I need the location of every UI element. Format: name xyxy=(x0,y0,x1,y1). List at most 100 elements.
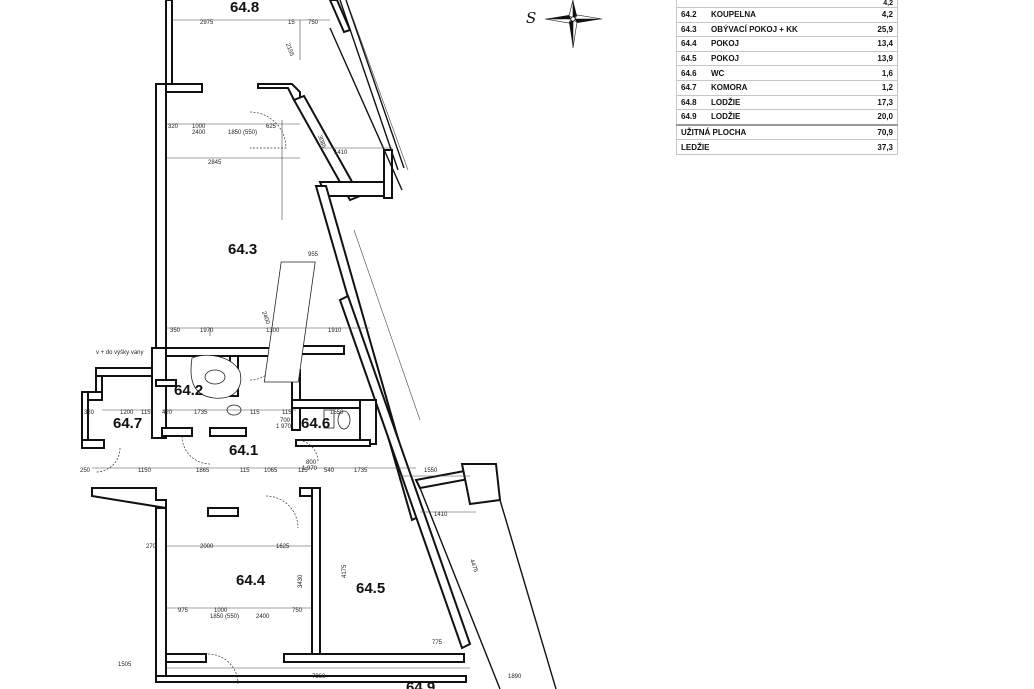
dim-3085: 3085 xyxy=(316,135,326,150)
dim-1735-b: 1735 xyxy=(354,468,368,474)
table-cell-name: WC xyxy=(707,65,859,81)
table-cell-value: 4,2 xyxy=(858,0,898,8)
dim-1890: 1890 xyxy=(508,674,522,680)
dim-1550-b: 1550 xyxy=(424,468,438,474)
room-label-64-1: 64.1 xyxy=(229,442,258,459)
table-cell-code: 64.8 xyxy=(676,95,707,111)
compass-s-label: S xyxy=(526,9,536,27)
dim-1850-b: 1850 (550) xyxy=(210,614,239,620)
dim-1865: 1865 xyxy=(196,468,210,474)
dim-1000: 1000 xyxy=(192,124,206,130)
dim-2400-v: 2400 xyxy=(260,311,270,326)
dim-700: 700 xyxy=(280,418,291,424)
dim-955: 955 xyxy=(308,252,319,258)
table-cell-total-value: 37,3 xyxy=(858,139,898,155)
dim-270: 270 xyxy=(146,544,157,550)
table-cell-value: 13,4 xyxy=(858,36,898,52)
dim-2400: 2400 xyxy=(192,130,206,136)
walls xyxy=(81,0,557,689)
dim-1410-b: 1410 xyxy=(434,512,448,518)
dim-1150: 1150 xyxy=(138,468,152,474)
room-label-64-8: 64.8 xyxy=(230,0,259,16)
dim-2000: 2000 xyxy=(200,544,214,550)
dim-1625: 1625 xyxy=(276,544,290,550)
dim-320-b: 320 xyxy=(84,410,95,416)
dim-1850: 1850 (550) xyxy=(228,130,257,136)
dim-750: 750 xyxy=(308,20,319,26)
dim-2845: 2845 xyxy=(208,160,222,166)
dim-975: 975 xyxy=(178,608,189,614)
dimension-texts: 2975 15 750 320 1000 2400 1850 (550) 625… xyxy=(80,20,522,680)
table-cell-value: 4,2 xyxy=(858,7,898,23)
room-label-64-2: 64.2 xyxy=(174,382,203,399)
dim-350: 350 xyxy=(170,328,181,334)
table-cell-name: POKOJ xyxy=(707,51,859,67)
dim-15: 15 xyxy=(288,20,295,26)
table-cell-code: 64.4 xyxy=(676,36,707,52)
dim-320: 320 xyxy=(168,124,179,130)
dim-750-b: 750 xyxy=(292,608,303,614)
room-label-64-4: 64.4 xyxy=(236,572,266,589)
dim-1300: 1300 xyxy=(266,328,280,334)
table-cell-code: 64.2 xyxy=(676,7,707,23)
dim-1550-a: 1550 xyxy=(330,410,344,416)
dim-1000-b: 1000 xyxy=(214,608,228,614)
doors xyxy=(95,111,319,685)
dim-115-a: 115 xyxy=(141,410,151,416)
note-bath-height: v + do výšky vany xyxy=(96,350,144,356)
dim-1410: 1410 xyxy=(334,150,348,156)
dim-1970-a: 1 970 xyxy=(276,424,292,430)
room-label-64-6: 64.6 xyxy=(301,415,330,432)
dim-1200: 1200 xyxy=(120,410,134,416)
table-cell-name: KOUPELNA xyxy=(707,7,859,23)
dim-115-b: 115 xyxy=(250,410,260,416)
dim-2400-b: 2400 xyxy=(256,614,270,620)
dim-1970: 1970 xyxy=(200,328,214,334)
dim-540: 540 xyxy=(324,468,335,474)
room-label-64-5: 64.5 xyxy=(356,580,385,597)
table-cell-total-name: LEDŽIE xyxy=(676,139,859,155)
table-cell-name: LODŽIE xyxy=(707,109,859,126)
dim-2155: 2155 xyxy=(284,43,294,58)
table-cell-value: 13,9 xyxy=(858,51,898,67)
dim-1065: 1065 xyxy=(264,468,278,474)
table-cell-name: POKOJ xyxy=(707,36,859,52)
dim-115-e: 115 xyxy=(298,468,308,474)
dim-1970-b: 1 970 xyxy=(302,466,318,472)
table-cell-value: 25,9 xyxy=(858,22,898,38)
dim-1910: 1910 xyxy=(328,328,342,334)
table-cell-value: 1,6 xyxy=(858,65,898,81)
dim-800: 800 xyxy=(306,460,317,466)
dim-3430: 3430 xyxy=(298,574,304,588)
table-cell-code: 64.7 xyxy=(676,80,707,96)
table-cell-code: 64.6 xyxy=(676,65,707,81)
dim-7360: 7360 xyxy=(312,674,326,680)
table-cell-name: KOMORA xyxy=(707,80,859,96)
room-label-64-9: 64.9 xyxy=(406,679,435,689)
room-label-64-7: 64.7 xyxy=(113,415,142,432)
dim-420: 420 xyxy=(162,410,173,416)
table-cell-value: 1,2 xyxy=(858,80,898,96)
room-labels: 64.8 64.3 64.2 64.7 64.6 64.1 64.4 64.5 … xyxy=(113,0,435,689)
dim-4175: 4175 xyxy=(342,564,348,578)
dim-115-d: 115 xyxy=(240,468,250,474)
dim-775: 775 xyxy=(432,640,443,646)
dim-2975: 2975 xyxy=(200,20,214,26)
table-cell-total-value: 70,9 xyxy=(858,124,898,141)
dimension-lines xyxy=(92,9,476,669)
table-cell-name: LODŽIE xyxy=(707,95,859,111)
table-cell-code: 64.5 xyxy=(676,51,707,67)
table-cell-code: 64.3 xyxy=(676,22,707,38)
kitchen-counter xyxy=(263,261,316,383)
dim-1735-a: 1735 xyxy=(194,410,208,416)
dim-115-c: 115 xyxy=(282,410,292,416)
